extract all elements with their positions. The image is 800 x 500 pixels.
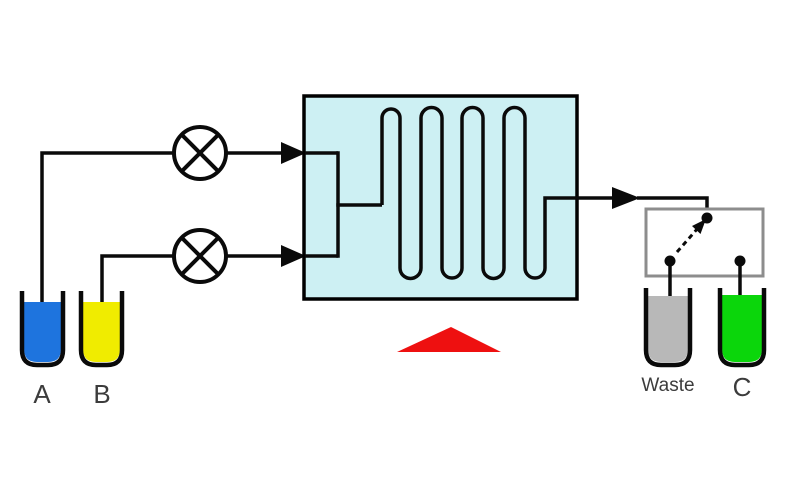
tubing-reservoir-a-to-pump-1	[40, 151, 178, 352]
reservoir-a-glass	[19, 291, 66, 368]
heater-icon	[397, 327, 501, 352]
pump-1-icon	[172, 125, 228, 181]
reservoir-b-liquid	[83, 302, 120, 362]
reactor-serpentine-coil	[380, 105, 577, 281]
outlet-arrowhead-icon	[612, 187, 640, 209]
collector-product-liquid	[722, 295, 762, 362]
collector-waste-label: Waste	[641, 375, 694, 396]
pump-2-icon	[172, 228, 228, 284]
selector-valve-icon	[644, 207, 765, 278]
collector-product-label: C	[733, 372, 752, 402]
valve-waste-port-dot	[664, 255, 676, 267]
collector-waste: Waste	[641, 288, 695, 396]
collector-product-glass	[717, 288, 767, 368]
reservoir-b: B	[78, 291, 125, 409]
reservoir-a-label: A	[33, 379, 51, 409]
valve-product-port-dot	[734, 255, 746, 267]
pump-1-cross-line	[180, 133, 220, 173]
reservoir-a-liquid	[24, 302, 61, 362]
reactor-inlet-1-arrowhead-icon	[281, 142, 306, 164]
reservoir-a: A	[19, 291, 66, 409]
valve-switch-arm-arrowhead-icon	[692, 219, 706, 234]
collector-waste-liquid	[648, 296, 688, 362]
collector-waste-glass	[643, 288, 693, 368]
pump-2-cross-line	[180, 236, 220, 276]
reactor-inlet-2-arrowhead-icon	[281, 245, 306, 267]
collector-product: C	[717, 288, 767, 402]
coil-reactor	[302, 94, 579, 301]
reservoir-b-glass	[78, 291, 125, 368]
reservoir-b-label: B	[93, 379, 110, 409]
